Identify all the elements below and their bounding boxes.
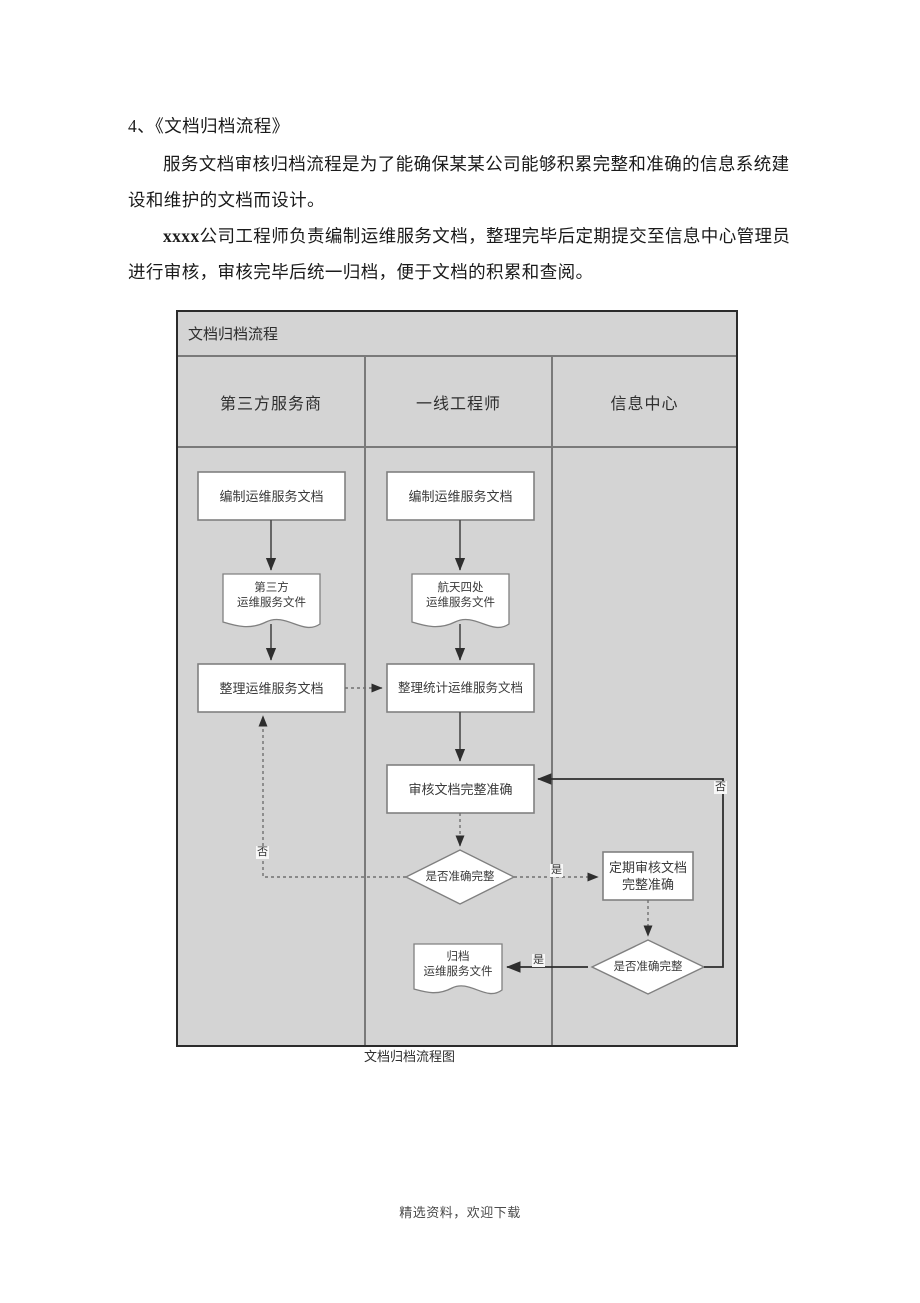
flowchart-container: 文档归档流程 第三方服务商 一线工程师 信息中心 xyxy=(176,310,738,1047)
edge-label-yes-right: 是 xyxy=(550,864,563,877)
node-n5-shape xyxy=(411,573,510,629)
node-n8-shape xyxy=(404,849,516,905)
lane-divider-2 xyxy=(551,357,553,1045)
section-heading: 4、《文档归档流程》 xyxy=(128,116,290,136)
paragraph-2-rest: 公司工程师负责编制运维服务文档，整理完毕后定期提交至信息中心管理员进行审核，审核… xyxy=(128,226,791,282)
page-footer: 精选资料，欢迎下载 xyxy=(399,1205,521,1220)
node-n10-shape xyxy=(602,851,694,901)
paragraph-2: xxxx公司工程师负责编制运维服务文档，整理完毕后定期提交至信息中心管理员进行审… xyxy=(128,218,792,290)
node-n1-shape xyxy=(197,471,346,521)
flowchart-title: 文档归档流程 xyxy=(178,312,736,357)
node-n4-shape xyxy=(386,471,535,521)
node-n7-shape xyxy=(386,764,535,814)
paragraph-2-bold: xxxx xyxy=(163,226,200,246)
edge-label-no-left: 否 xyxy=(256,846,269,859)
node-n6-shape xyxy=(386,663,535,713)
edge-label-yes-archive: 是 xyxy=(532,954,545,967)
flowchart-graphics xyxy=(197,471,724,995)
node-n2-shape xyxy=(222,573,321,629)
figure-caption: 文档归档流程图 xyxy=(364,1049,456,1064)
node-n11-shape xyxy=(590,939,706,995)
lane-header-third-party: 第三方服务商 xyxy=(178,357,364,448)
node-n9-shape xyxy=(413,943,503,995)
edge-n11-n7-no xyxy=(537,773,724,968)
edge-label-no-right: 否 xyxy=(714,781,727,794)
node-n3-shape xyxy=(197,663,346,713)
lane-divider-1 xyxy=(364,357,366,1045)
paragraph-1: 服务文档审核归档流程是为了能确保某某公司能够积累完整和准确的信息系统建设和维护的… xyxy=(128,154,790,210)
edge-n8-n3-no xyxy=(258,715,406,878)
document-body: 4、《文档归档流程》 服务文档审核归档流程是为了能确保某某公司能够积累完整和准确… xyxy=(128,108,792,290)
